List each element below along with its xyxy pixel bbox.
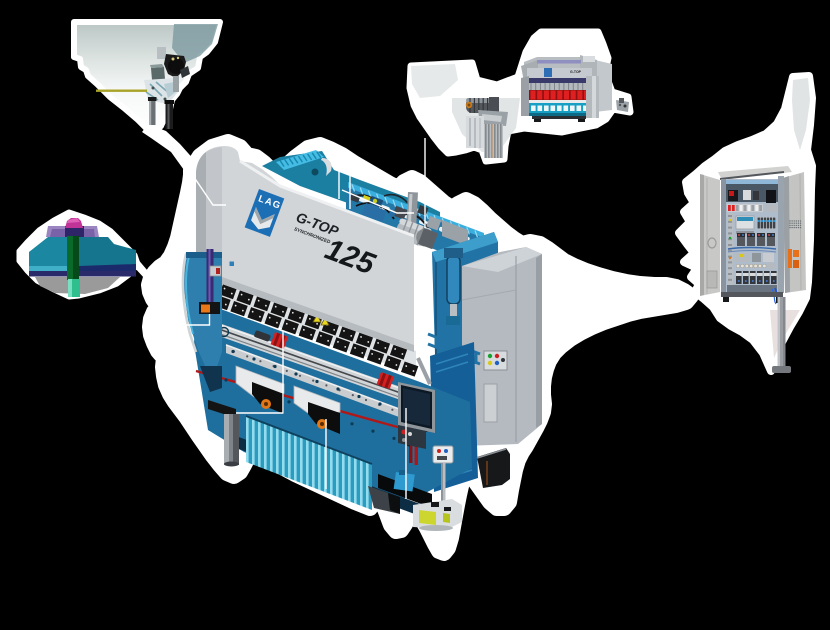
svg-text:G-TOP: G-TOP <box>570 70 582 74</box>
